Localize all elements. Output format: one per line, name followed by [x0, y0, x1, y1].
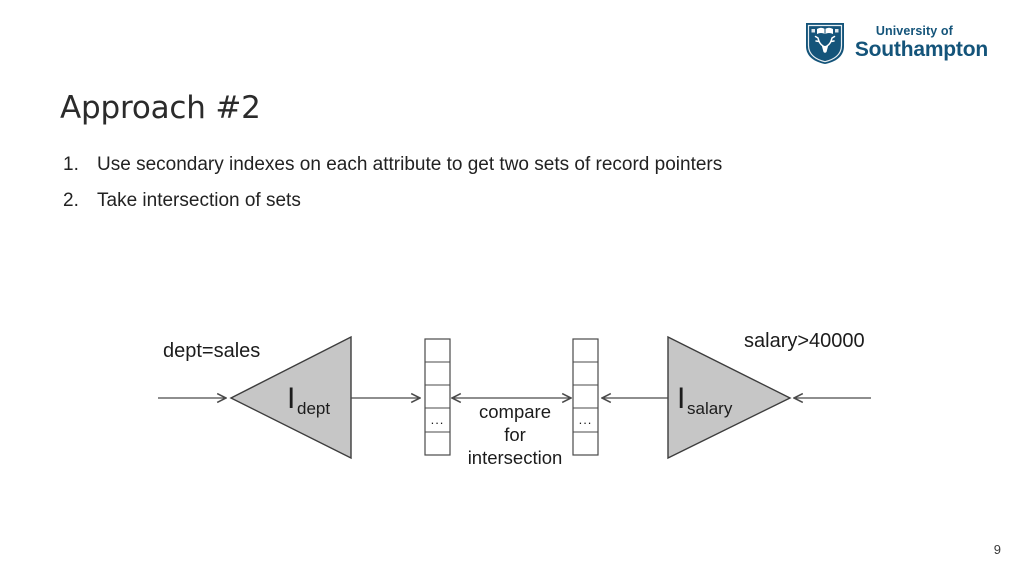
shield-inner-border — [807, 24, 842, 63]
list-item-text: Use secondary indexes on each attribute … — [97, 154, 723, 175]
page-title: Approach #2 — [60, 90, 261, 126]
dept-condition-label: dept=sales — [163, 340, 260, 362]
list-item-number: 1. — [63, 154, 79, 175]
salary-condition-label: salary>40000 — [744, 330, 865, 352]
salary-pointer-list: ... — [572, 338, 599, 456]
shield-ornament-left — [811, 29, 815, 33]
list-item-text: Take intersection of sets — [97, 190, 301, 211]
steps-list: 1. Use secondary indexes on each attribu… — [63, 152, 722, 213]
dept-index-symbol: I — [287, 382, 295, 415]
stag-antlers-icon — [814, 35, 836, 47]
salary-index-triangle — [667, 335, 792, 460]
university-logo-text: University of Southampton — [854, 24, 988, 61]
page-number: 9 — [993, 542, 1001, 557]
list-item: 2. Take intersection of sets — [63, 188, 722, 213]
dept-pointer-list: ... — [424, 338, 451, 456]
university-logo-shield-icon — [805, 23, 844, 64]
list-item-number: 2. — [63, 190, 79, 211]
dept-index-subscript: dept — [297, 399, 330, 418]
logo-southampton: Southampton — [854, 37, 988, 61]
salary-index-subscript: salary — [687, 399, 733, 418]
compare-caption-line1: compare — [479, 401, 551, 422]
salary-index-symbol: I — [677, 382, 685, 415]
pointer-list-ellipsis: ... — [431, 412, 445, 427]
list-item: 1. Use secondary indexes on each attribu… — [63, 152, 722, 177]
pointer-list-box — [424, 338, 451, 456]
shield-ornament-right — [834, 29, 839, 33]
logo-university-of: University of — [875, 24, 953, 39]
university-logo: University of Southampton — [802, 20, 988, 66]
compare-caption-line2: for — [504, 424, 526, 445]
stag-head-icon — [821, 44, 829, 53]
compare-caption-line3: intersection — [468, 447, 563, 468]
shield-shape — [805, 23, 844, 64]
pointer-list-ellipsis: ... — [579, 412, 593, 427]
pointer-list-box — [572, 338, 599, 456]
compare-caption: compare for intersection — [468, 401, 563, 468]
